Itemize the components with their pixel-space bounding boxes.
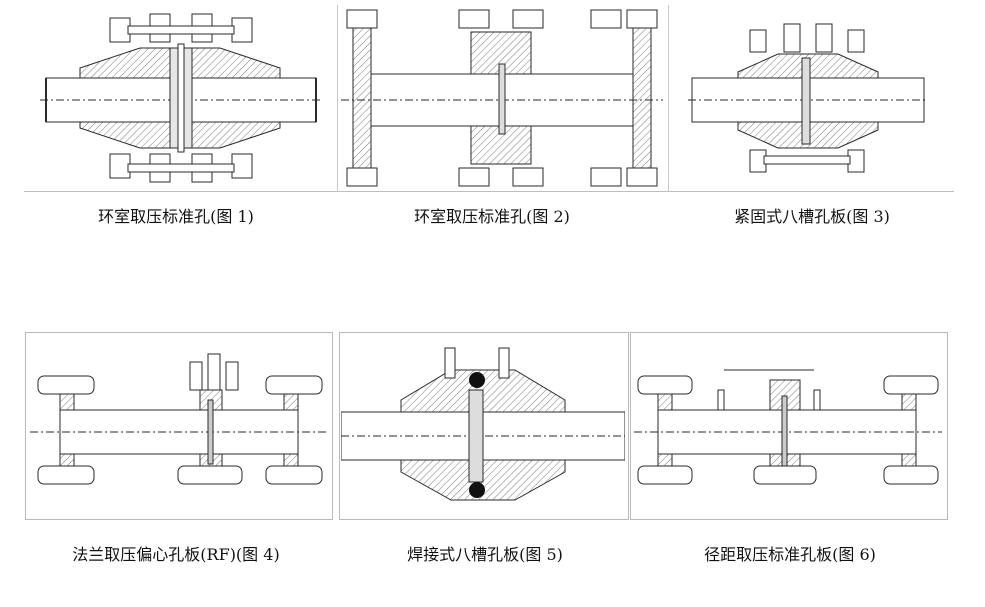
figure-3-drawing (688, 12, 928, 180)
figure-5-frame (339, 332, 629, 520)
bolt-icon (109, 13, 253, 183)
divider-1 (337, 5, 338, 192)
orifice-plate-icon (341, 347, 625, 501)
figure-1-drawing (40, 8, 322, 188)
figure-5-caption: 焊接式八槽孔板(图 5) (407, 545, 563, 564)
figure-1-caption: 环室取压标准孔(图 1) (98, 207, 254, 226)
figure-4-frame (25, 332, 333, 520)
figure-2-caption: 环室取压标准孔(图 2) (414, 207, 570, 226)
figure-3-caption: 紧固式八槽孔板(图 3) (734, 207, 890, 226)
figure-5-drawing (341, 340, 625, 512)
flange-assembly-icon (40, 13, 322, 183)
nut-icon (346, 9, 658, 187)
orifice-plate-icon (688, 23, 928, 173)
figure-6-caption: 径距取压标准孔板(图 6) (704, 545, 876, 564)
flange-assembly-icon (341, 9, 663, 187)
figure-4-caption: 法兰取压偏心孔板(RF)(图 4) (72, 545, 280, 564)
flange-assembly-icon (30, 353, 328, 485)
top-row-rule (24, 191, 954, 192)
figure-6-frame (630, 332, 948, 520)
figure-2-drawing (341, 8, 663, 188)
figure-6-drawing (634, 340, 942, 512)
flange-assembly-icon (634, 369, 942, 485)
divider-2 (668, 5, 669, 192)
figure-4-drawing (30, 340, 328, 512)
